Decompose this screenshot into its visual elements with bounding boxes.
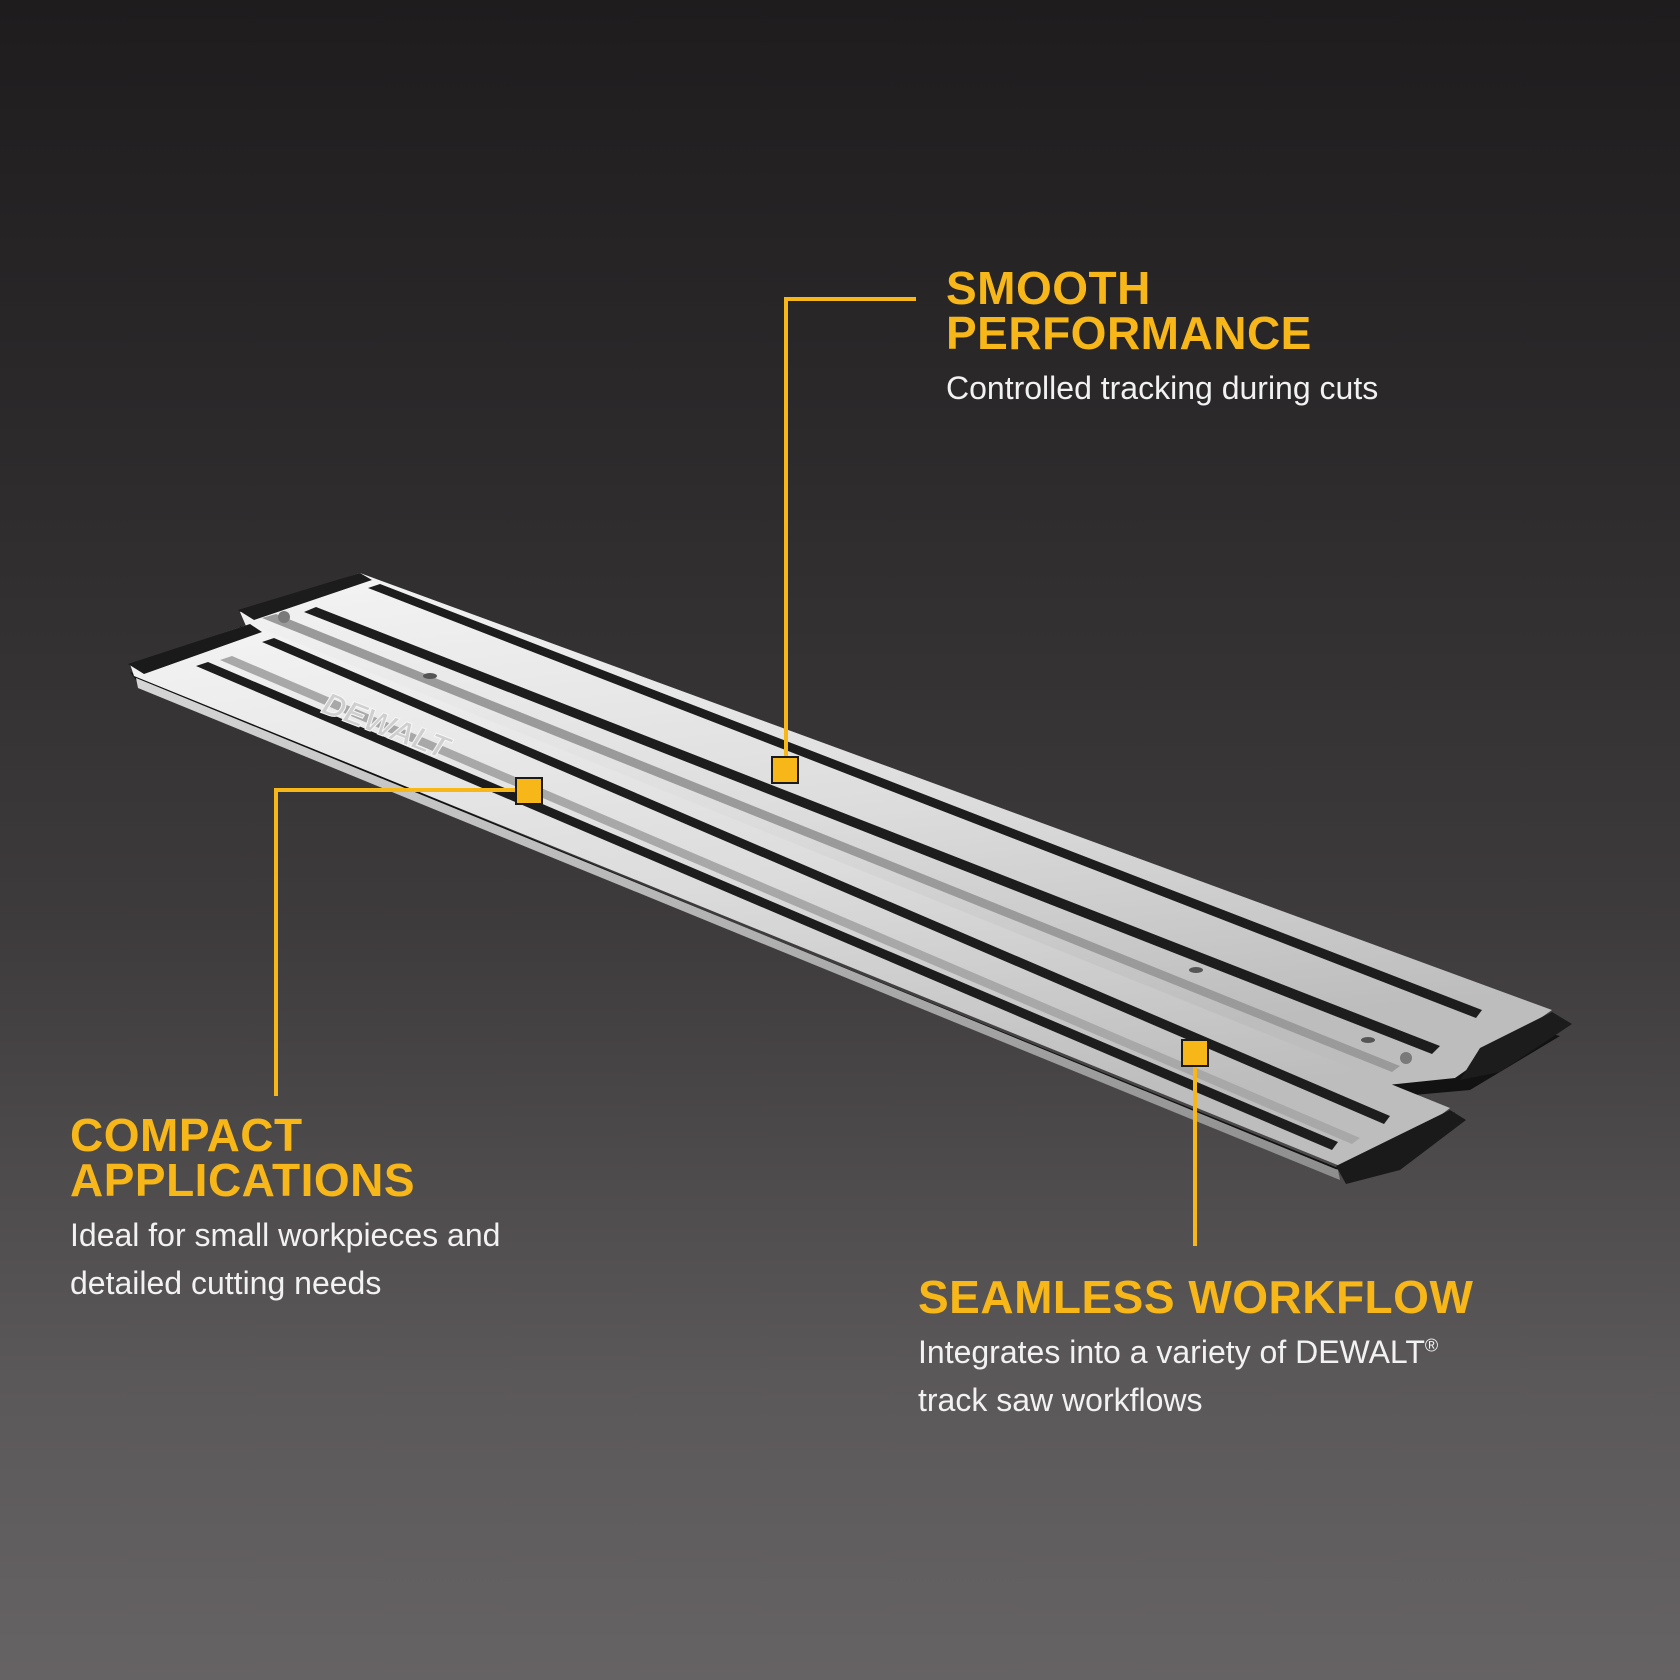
front-rail-anti-slip-strip bbox=[196, 662, 1338, 1150]
smooth-performance-leader-line bbox=[784, 297, 916, 770]
description-text: Ideal for small workpieces and bbox=[70, 1217, 501, 1253]
front-guide-rail: DEWALT bbox=[128, 624, 1466, 1184]
title-line: APPLICATIONS bbox=[70, 1154, 416, 1206]
front-rail-slot bbox=[1189, 967, 1203, 973]
callout-leaders bbox=[274, 297, 1197, 1246]
seamless-workflow-callout: SEAMLESS WORKFLOW Integrates into a vari… bbox=[918, 1271, 1658, 1424]
back-rail-left-endcap bbox=[238, 573, 372, 620]
back-rail-rubber-strip bbox=[368, 584, 1482, 1018]
smooth-performance-callout: SMOOTH PERFORMANCE Controlled tracking d… bbox=[946, 262, 1646, 412]
front-rail-lower-lip bbox=[136, 678, 1340, 1180]
description-text: Controlled tracking during cuts bbox=[946, 370, 1379, 406]
description-line: Integrates into a variety of DEWALT® bbox=[918, 1328, 1658, 1376]
description-text: track saw workflows bbox=[918, 1382, 1203, 1418]
back-rail-hole bbox=[278, 611, 290, 623]
smooth-performance-description: Controlled tracking during cuts bbox=[946, 364, 1646, 412]
back-guide-rail bbox=[238, 573, 1572, 1098]
compact-applications-title: COMPACT APPLICATIONS bbox=[70, 1109, 690, 1206]
back-rail-anti-slip-strip bbox=[304, 607, 1440, 1054]
description-text: Integrates into a variety of DEWALT bbox=[918, 1334, 1425, 1370]
title-line: SEAMLESS WORKFLOW bbox=[918, 1271, 1474, 1323]
back-rail-slot bbox=[1361, 1037, 1375, 1043]
seamless-workflow-marker bbox=[1181, 1039, 1209, 1067]
front-rail-left-endcap bbox=[128, 624, 262, 674]
back-rail-hole bbox=[1400, 1052, 1412, 1064]
seamless-workflow-description: Integrates into a variety of DEWALT® tra… bbox=[918, 1328, 1658, 1424]
compact-applications-marker bbox=[515, 777, 543, 805]
compact-applications-leader-line bbox=[274, 788, 528, 1096]
title-line: SMOOTH bbox=[946, 262, 1151, 314]
compact-applications-callout: COMPACT APPLICATIONS Ideal for small wor… bbox=[70, 1109, 690, 1307]
title-line: COMPACT bbox=[70, 1109, 303, 1161]
title-line: PERFORMANCE bbox=[946, 307, 1312, 359]
smooth-performance-title: SMOOTH PERFORMANCE bbox=[946, 262, 1646, 359]
smooth-performance-marker bbox=[771, 756, 799, 784]
back-rail-body bbox=[240, 573, 1552, 1086]
callout-markers bbox=[515, 756, 1209, 1067]
registered-trademark-mark: ® bbox=[1424, 1335, 1439, 1356]
back-rail-groove bbox=[262, 614, 1400, 1072]
back-rail-right-endcap bbox=[1460, 1012, 1572, 1080]
front-rail-center-ridge bbox=[220, 656, 1360, 1144]
front-rail-rubber-strip bbox=[262, 638, 1390, 1124]
compact-applications-description: Ideal for small workpieces and detailed … bbox=[70, 1211, 690, 1307]
seamless-workflow-title: SEAMLESS WORKFLOW bbox=[918, 1271, 1658, 1323]
front-rail-right-endcap bbox=[1336, 1110, 1466, 1184]
front-rail-slot bbox=[423, 673, 437, 679]
description-text: detailed cutting needs bbox=[70, 1265, 382, 1301]
